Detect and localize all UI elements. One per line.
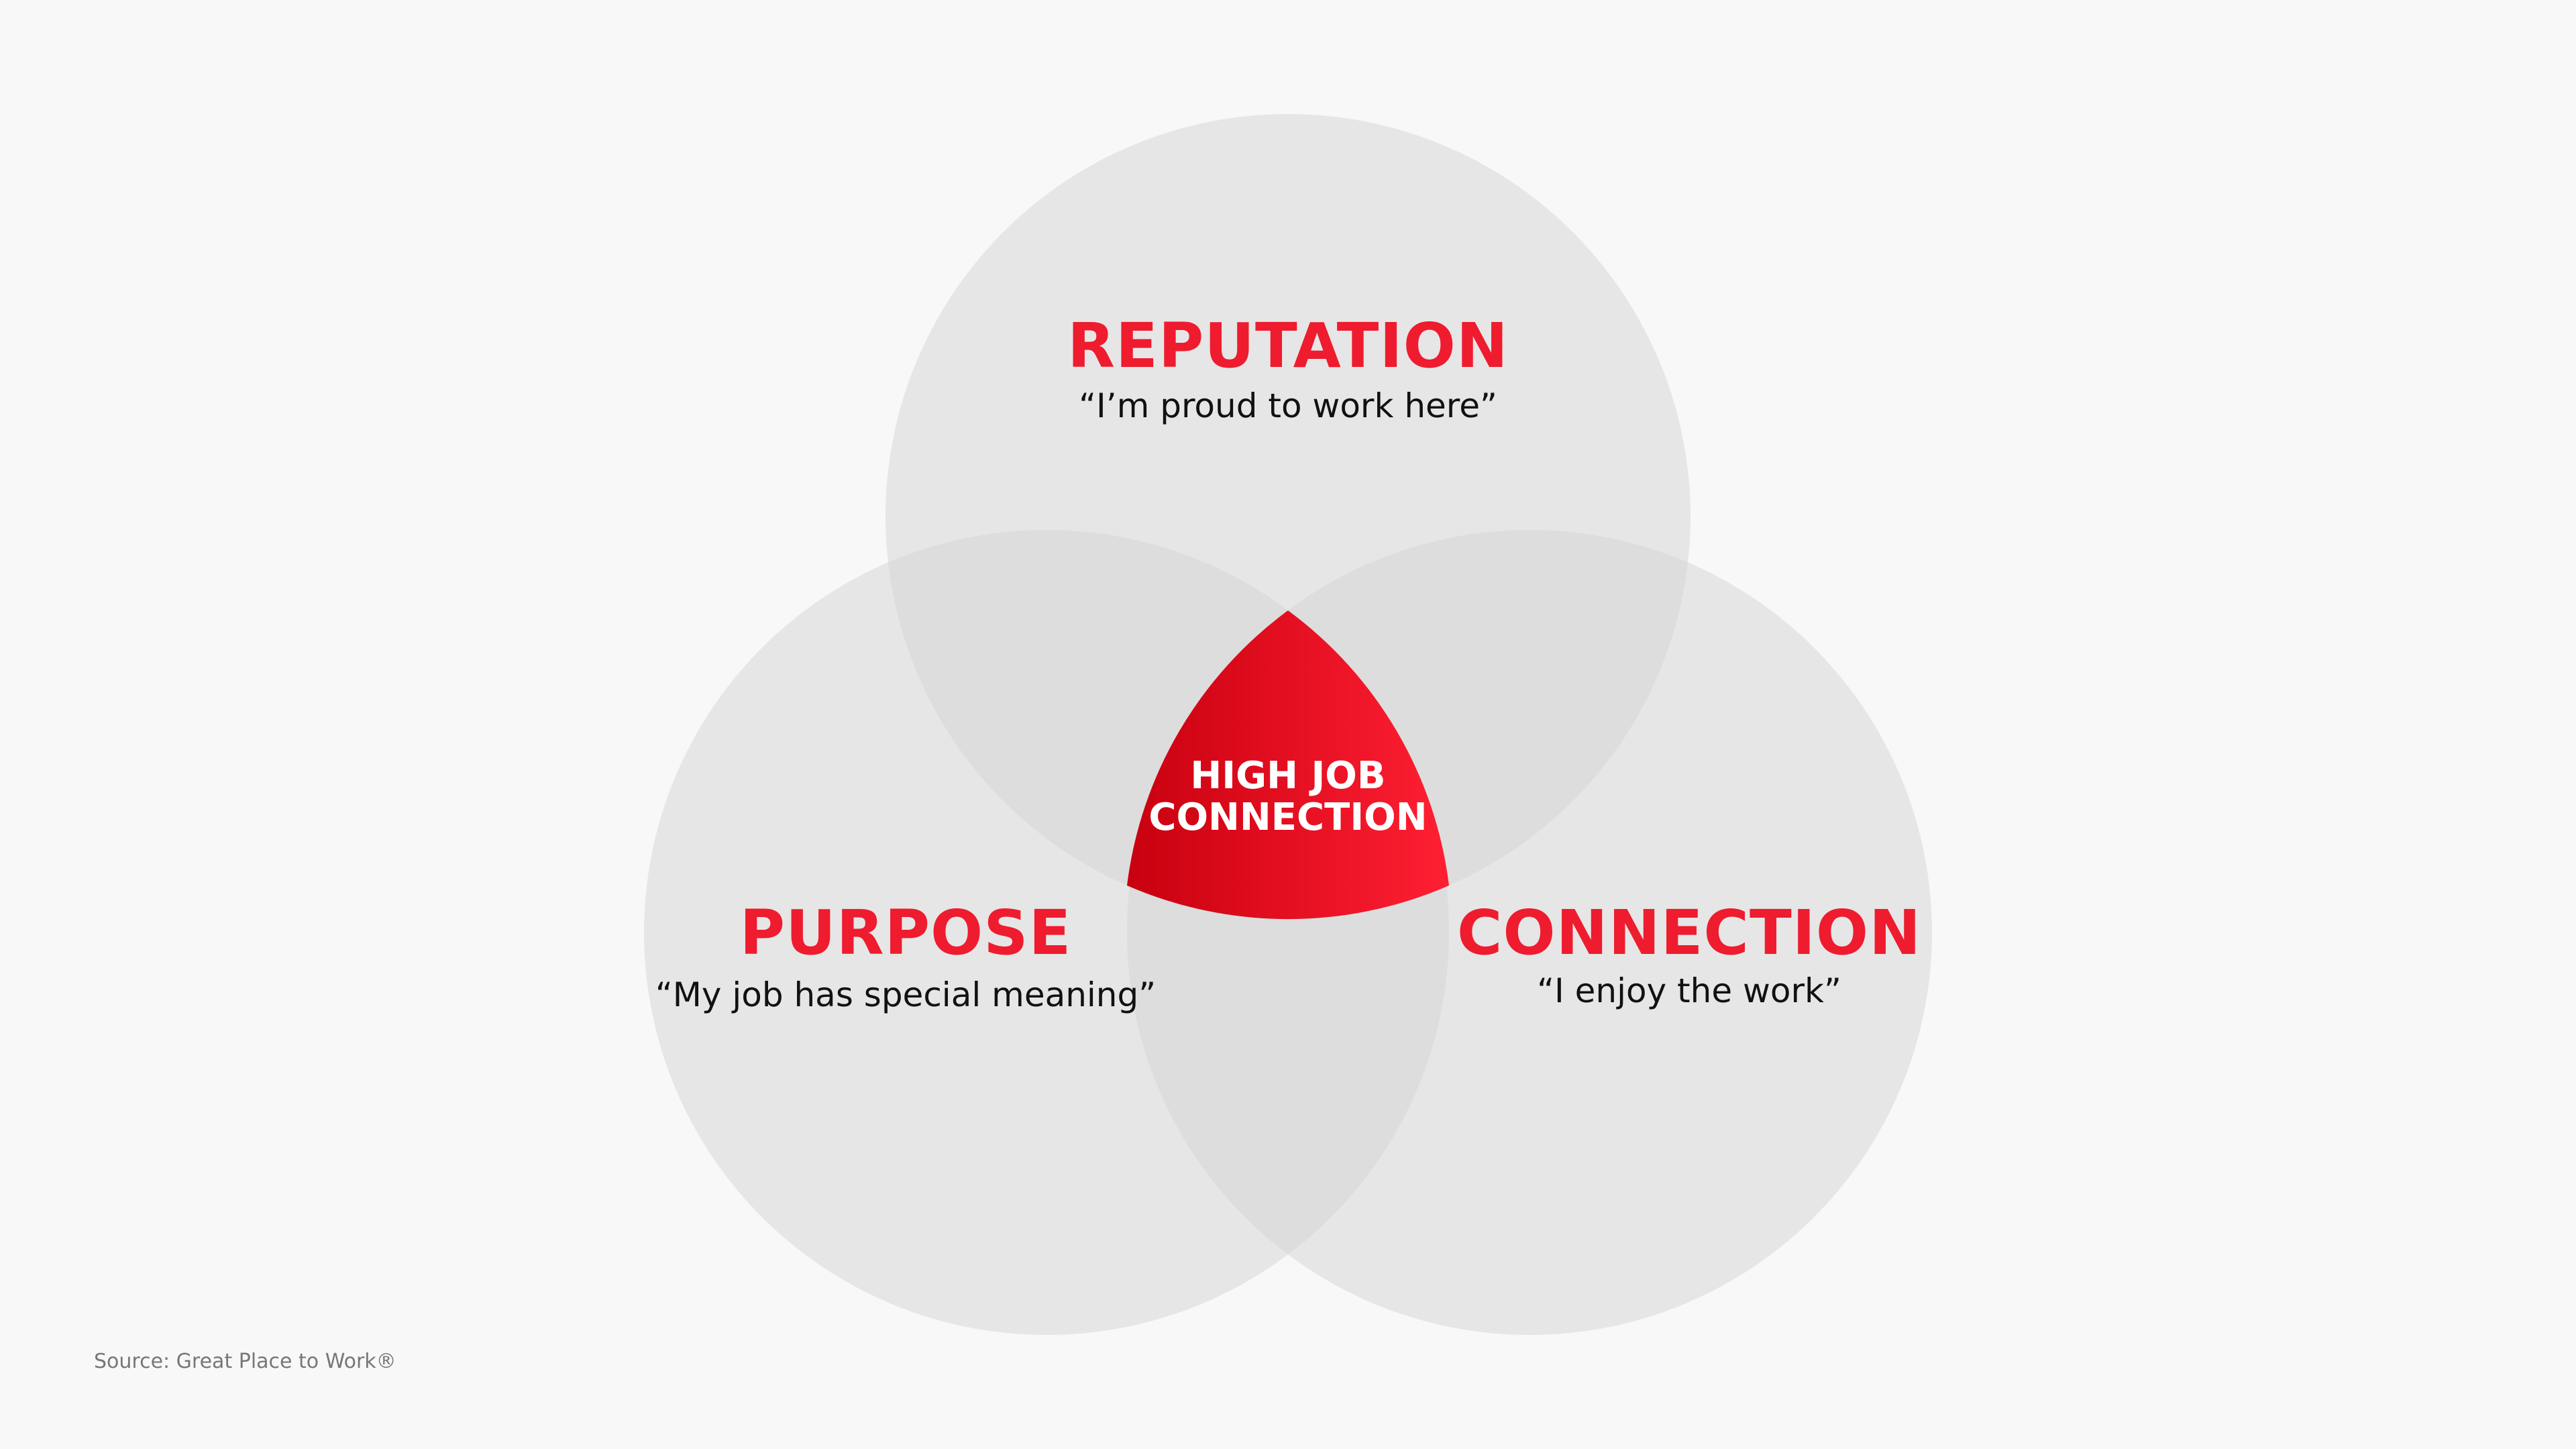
connection-quote: “I enjoy the work” — [1537, 971, 1841, 1010]
purpose-title: PURPOSE — [739, 897, 1072, 969]
connection-title: CONNECTION — [1456, 897, 1922, 969]
center-label: HIGH JOB CONNECTION — [1148, 755, 1427, 839]
center-label-line2: CONNECTION — [1148, 796, 1428, 839]
purpose-quote: “My job has special meaning” — [655, 975, 1157, 1014]
source-note: Source: Great Place to Work® — [94, 1350, 396, 1373]
reputation-quote: “I’m proud to work here” — [1079, 386, 1497, 425]
center-intersection — [1127, 610, 1449, 920]
reputation-title: REPUTATION — [1067, 310, 1509, 382]
center-label-line1: HIGH JOB — [1190, 754, 1386, 798]
